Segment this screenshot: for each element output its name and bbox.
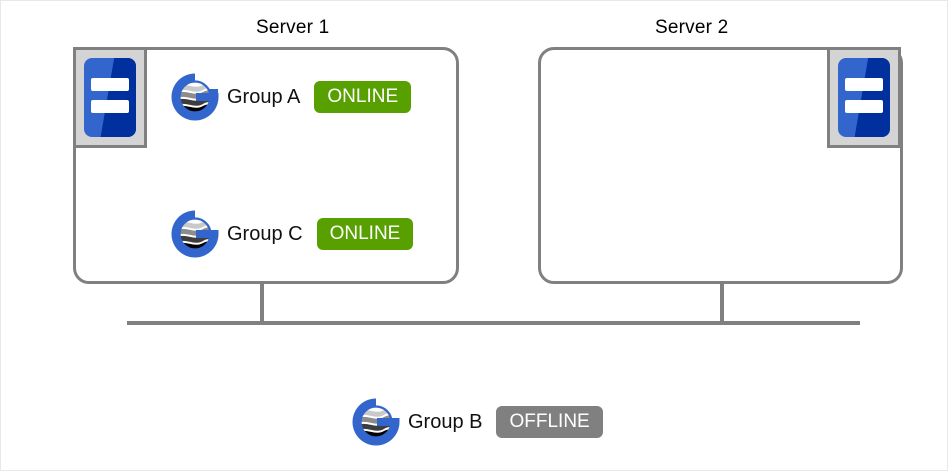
server-chassis-shade [854,58,890,137]
horizontal-bus-line [127,321,860,325]
server-rack-icon[interactable] [827,47,901,148]
status-badge[interactable]: OFFLINE [496,406,603,438]
server-drive-bar-top [91,78,129,91]
server-chassis-shape [84,58,136,137]
server-rack-icon[interactable] [73,47,147,148]
server-2-connector [720,282,724,323]
group-globe-g-icon [171,73,219,121]
group-label: Group B [408,410,483,433]
server-1-connector [260,282,264,323]
server-1-title: Server 1 [256,17,330,38]
group-globe-g-icon [352,398,400,446]
group-label: Group C [227,222,303,245]
server-chassis-shade [100,58,136,137]
group-label: Group A [227,85,301,108]
server-chassis-shape [838,58,890,137]
group-row[interactable]: Group A ONLINE [169,71,412,123]
server-drive-bar-bottom [845,100,883,113]
group-row[interactable]: Group B OFFLINE [350,396,603,448]
group-globe-g-icon [171,210,219,258]
status-badge[interactable]: ONLINE [314,81,412,113]
server-drive-bar-bottom [91,100,129,113]
group-row[interactable]: Group C ONLINE [169,208,414,260]
server-2-title: Server 2 [655,17,729,38]
status-badge[interactable]: ONLINE [316,218,414,250]
server-drive-bar-top [845,78,883,91]
